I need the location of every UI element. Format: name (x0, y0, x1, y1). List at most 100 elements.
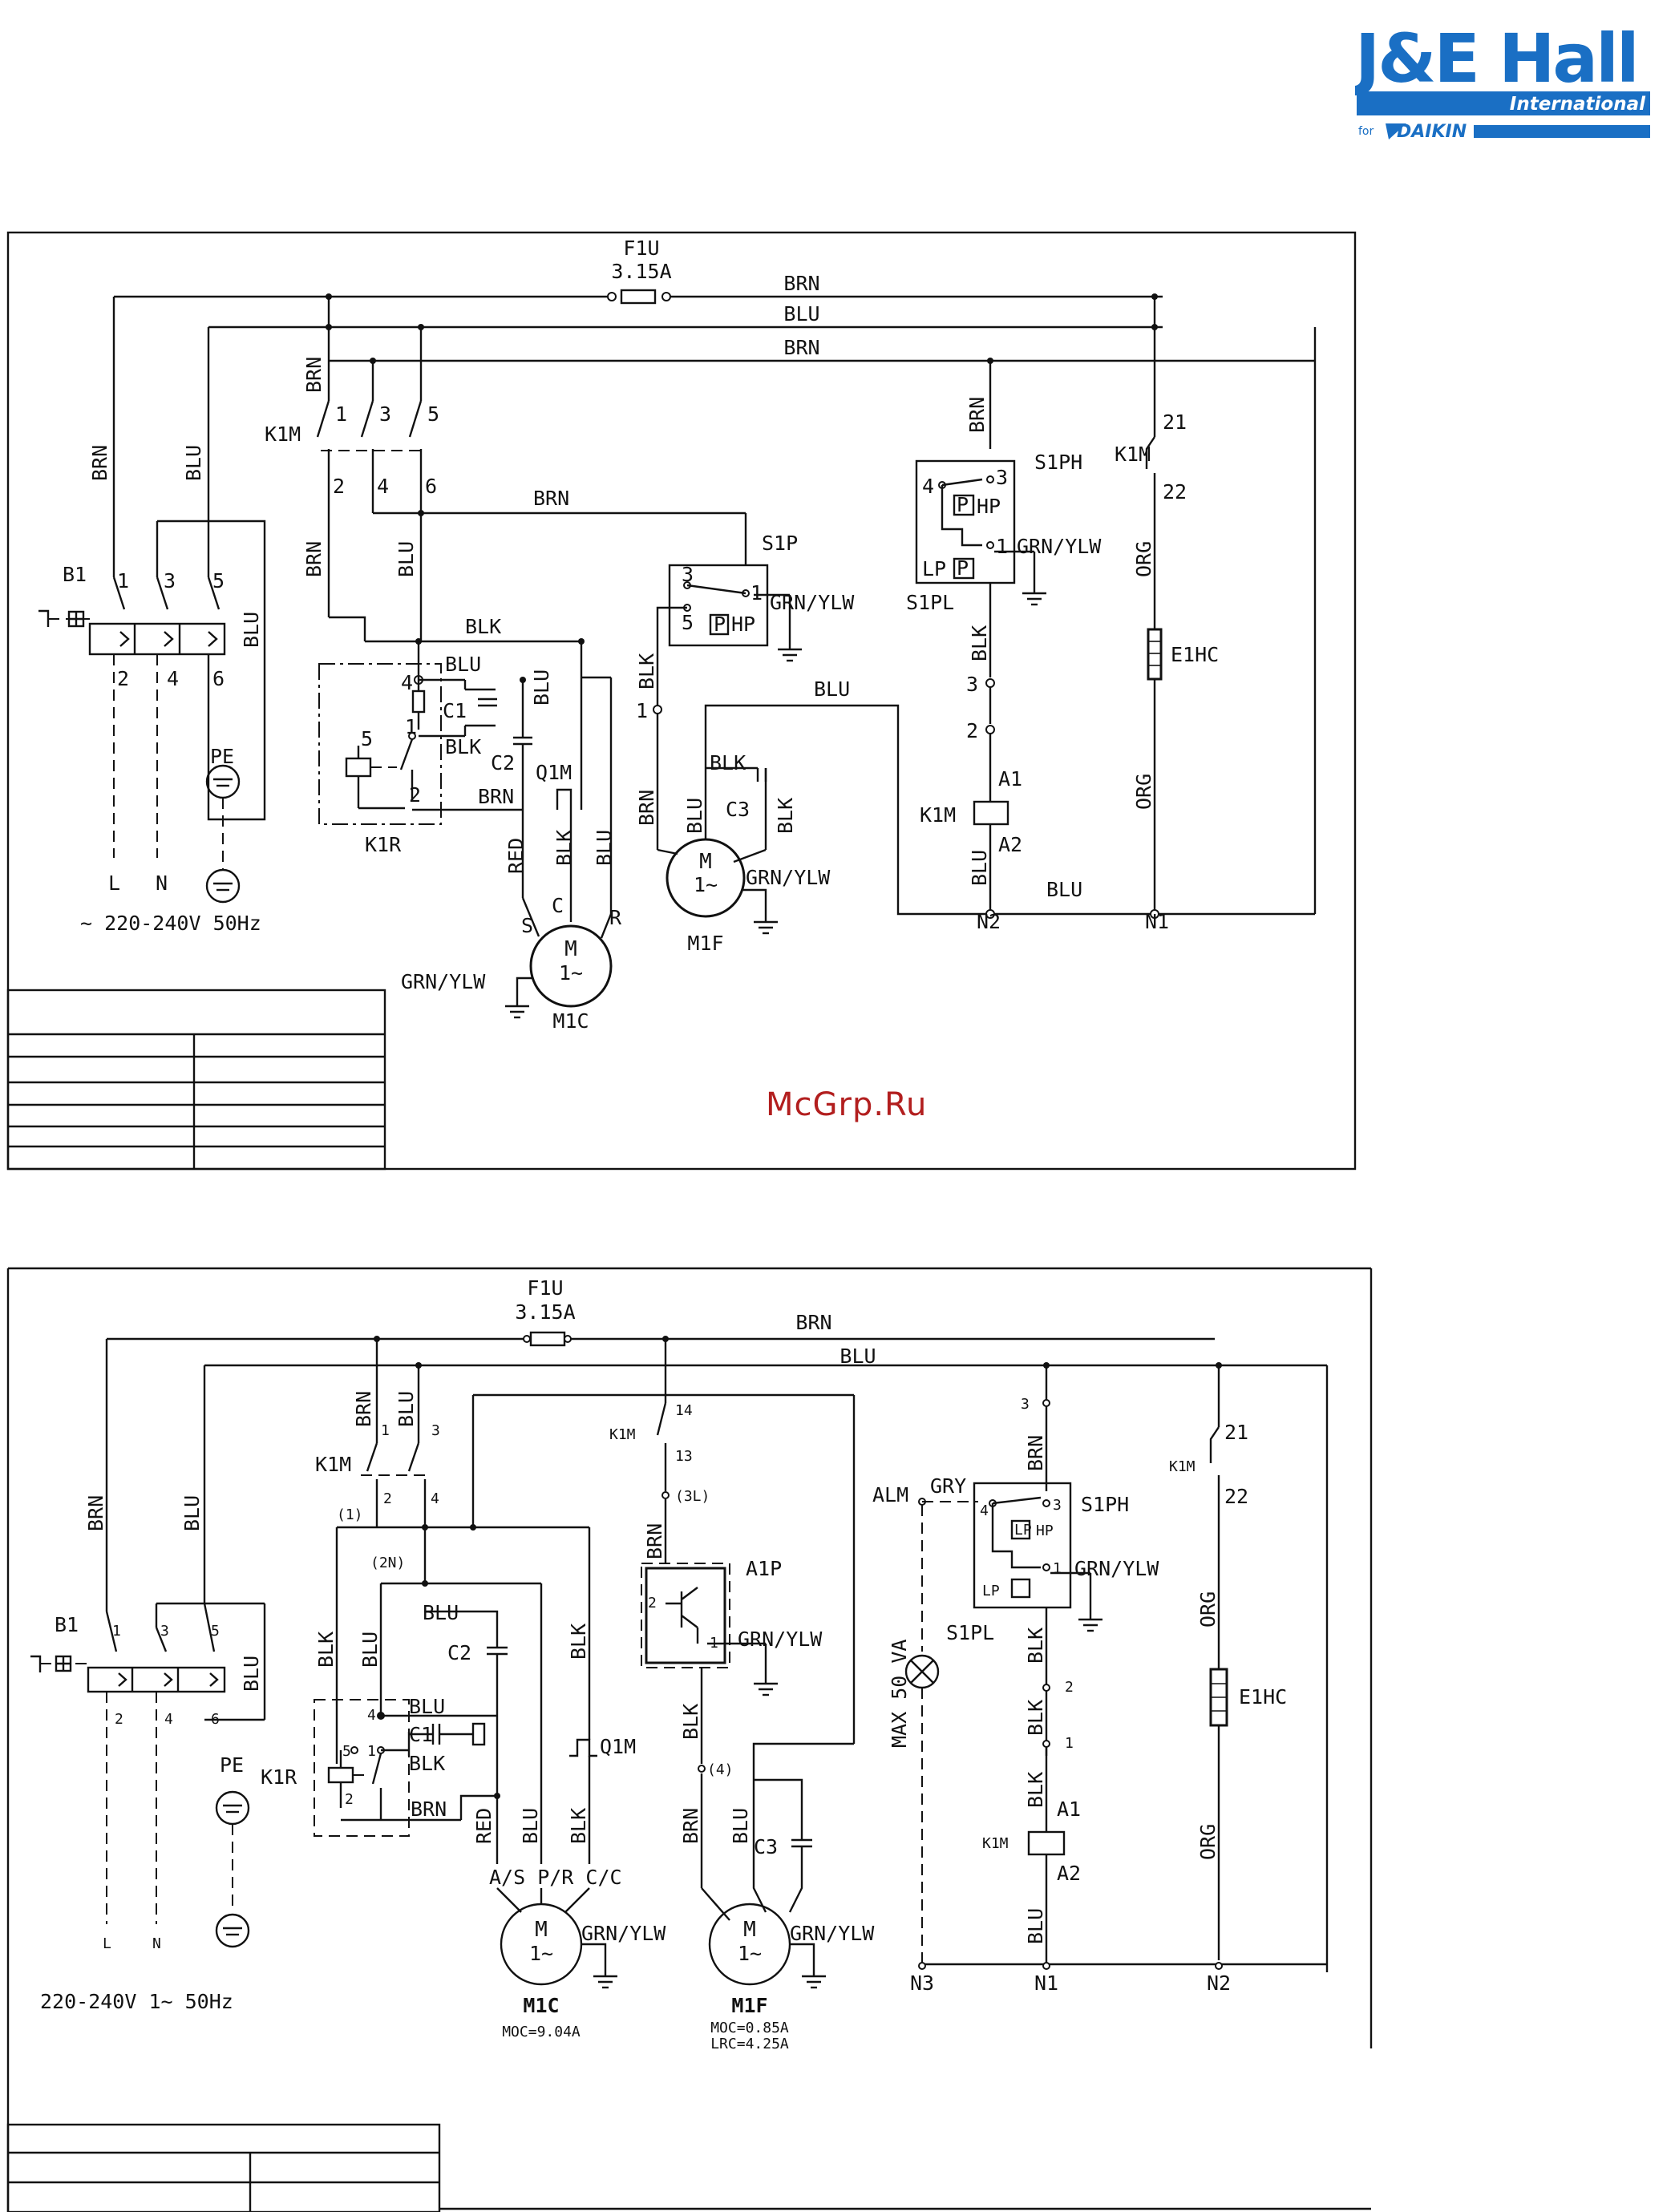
ph2-p: LP (1014, 1522, 1032, 1539)
s1ph-label: S1PH (1034, 451, 1082, 474)
neutral2-n2: N2 (1207, 1971, 1231, 1995)
m1c-ground: GRN/YLW (401, 970, 486, 993)
k1r2-blu-2: BLU (409, 1695, 445, 1718)
coil-a1: A1 (998, 767, 1022, 791)
c2-blu: BLU (530, 669, 553, 706)
supply2-l: L (103, 1935, 111, 1952)
ph2-brn: BRN (1024, 1435, 1047, 1471)
node-2n: (2N) (370, 1555, 405, 1571)
mc2-blu: BLU (519, 1808, 542, 1844)
k1m2-term-3: 3 (431, 1422, 440, 1439)
k1m-out-brn: BRN (302, 541, 326, 577)
alm-label: ALM (872, 1483, 908, 1506)
logo-title: J&E Hall (1355, 21, 1637, 98)
jehall-daikin-logo: J&E Hall International for DAIKIN (1355, 21, 1650, 141)
pe-label: PE (210, 745, 234, 768)
s1p-term-5: 5 (682, 611, 694, 634)
neutral2-n3: N3 (910, 1971, 934, 1995)
q1m2-label: Q1M (600, 1735, 636, 1758)
m1f-blu: BLU (814, 677, 850, 701)
heater-aux-21: 21 (1163, 410, 1187, 434)
m1f-ground: GRN/YLW (746, 866, 831, 889)
capacitor-c2: C2 BLU (491, 669, 553, 898)
ph2-term-1: 1 (1053, 1560, 1062, 1577)
m1f-term-1: 1 (636, 699, 648, 722)
fuse-rating: 3.15A (611, 260, 671, 283)
ph2-ground: GRN/YLW (1074, 1557, 1159, 1580)
coil2-a1: A1 (1057, 1798, 1081, 1821)
breaker-label: B1 (63, 563, 87, 586)
m1c2-moc: MOC=9.04A (502, 2024, 581, 2040)
s1pl-label: S1PL (906, 591, 954, 614)
k1m2-blu: BLU (394, 1391, 418, 1427)
m1c2-label: M1C (523, 1994, 559, 2017)
s1p-term-1: 1 (750, 581, 763, 605)
m1f-phase: 1~ (694, 873, 718, 896)
title-block-1 (6, 989, 386, 1171)
breaker-term-5: 5 (212, 569, 225, 592)
pressure-switch-s1ph-2: S1PH S1PL 4 3 1 LP HP LP GRN/YLW (946, 1482, 1159, 1644)
fuse-f1u-2: F1U 3.15A (515, 1276, 576, 1347)
pe-ground: PE (205, 745, 241, 904)
mc2-blk: BLK (567, 1808, 590, 1844)
s1pl-lp: LP (922, 557, 946, 580)
pe-ground-2: PE (215, 1753, 250, 1948)
aux-14: 14 (675, 1402, 693, 1419)
mc2-blk-top: BLK (567, 1624, 590, 1660)
pressure-switch-s1p: S1P 3 1 5 P HP GRN/YLW (668, 532, 855, 662)
heater2-org-2: ORG (1196, 1824, 1220, 1860)
m1c-label: M1C (552, 1009, 589, 1033)
m1f2-ground: GRN/YLW (790, 1922, 875, 1945)
breaker-b1: B1 1 3 5 2 4 6 (38, 563, 226, 690)
heater-aux-22: 22 (1163, 480, 1187, 503)
k1m-brn: BRN (302, 357, 326, 393)
m1c2-phase: 1~ (529, 1942, 553, 1965)
k1r-blu: BLU (445, 653, 481, 676)
contactor-k1m: BRN K1M 1 3 5 2 4 6 (265, 297, 439, 617)
a1p-blk: BLK (679, 1704, 702, 1740)
feed2-brn: BRN (84, 1495, 107, 1531)
k1r2-term-2: 2 (345, 1791, 354, 1808)
m1f-label: M1F (687, 932, 723, 955)
coil2-k1m: K1M (982, 1835, 1009, 1852)
supply-n: N (156, 871, 168, 895)
chain2-term-2: 2 (1065, 1679, 1074, 1696)
supply-l: L (108, 871, 120, 895)
k1m2-label: K1M (315, 1453, 351, 1476)
k1r-blk: BLK (445, 735, 481, 758)
breaker-term-4: 4 (167, 667, 179, 690)
breaker2-term-3: 3 (160, 1623, 169, 1640)
capacitor-c1-2: C1 (407, 1722, 486, 1756)
coil2-blu: BLU (1024, 1908, 1047, 1944)
capacitor-c3-2: C3 (754, 1778, 812, 1913)
supply2-rating: 220-240V 1~ 50Hz (40, 1990, 233, 2013)
supply2-n: N (152, 1935, 161, 1952)
s1p-blk: BLK (635, 653, 658, 689)
k1m2-term-4: 4 (431, 1490, 439, 1507)
fuse2-rating: 3.15A (515, 1300, 575, 1324)
m1c-term-r: R (609, 906, 622, 929)
logo-for: for (1358, 125, 1374, 138)
wiring-diagram-2: F1U 3.15A BRN BLU BRN BLU BLU B1 1 3 5 2… (6, 1267, 1373, 2212)
fan-motor-m1f: M 1~ M1F BLU BLK C3 BLK BLU GRN/YLW (657, 677, 1315, 955)
heater2-aux-21: 21 (1224, 1421, 1248, 1444)
a1p-term-2: 2 (648, 1595, 657, 1611)
heater-e1hc-2: 21 K1M 22 ORG E1HC ORG (1169, 1421, 1287, 1960)
m1f-m: M (699, 850, 712, 874)
k1m-term-6: 6 (425, 475, 437, 498)
aux-contact-k1m: 14 K1M 13 (609, 1402, 693, 1491)
heater2-aux-22: 22 (1224, 1485, 1248, 1508)
chain2-blk-3: BLK (1024, 1772, 1047, 1808)
breaker2-term-1: 1 (112, 1623, 121, 1640)
capacitor-c1: C1 (443, 680, 497, 736)
supply-rating: ~ 220-240V 50Hz (80, 912, 261, 935)
s1ph-hp: HP (977, 495, 1001, 518)
breaker-term-6: 6 (212, 667, 225, 690)
n-bus-blu: BLU (1046, 878, 1082, 901)
m1c2-ground: GRN/YLW (581, 1922, 666, 1945)
heater-org-2: ORG (1132, 774, 1155, 810)
lamp-rating: MAX 50 VA (888, 1640, 911, 1748)
thermal-protector-q1m-2: Q1M (569, 1735, 636, 1758)
m1f2-brn: BRN (679, 1808, 702, 1844)
k1r-brn: BRN (478, 785, 514, 808)
